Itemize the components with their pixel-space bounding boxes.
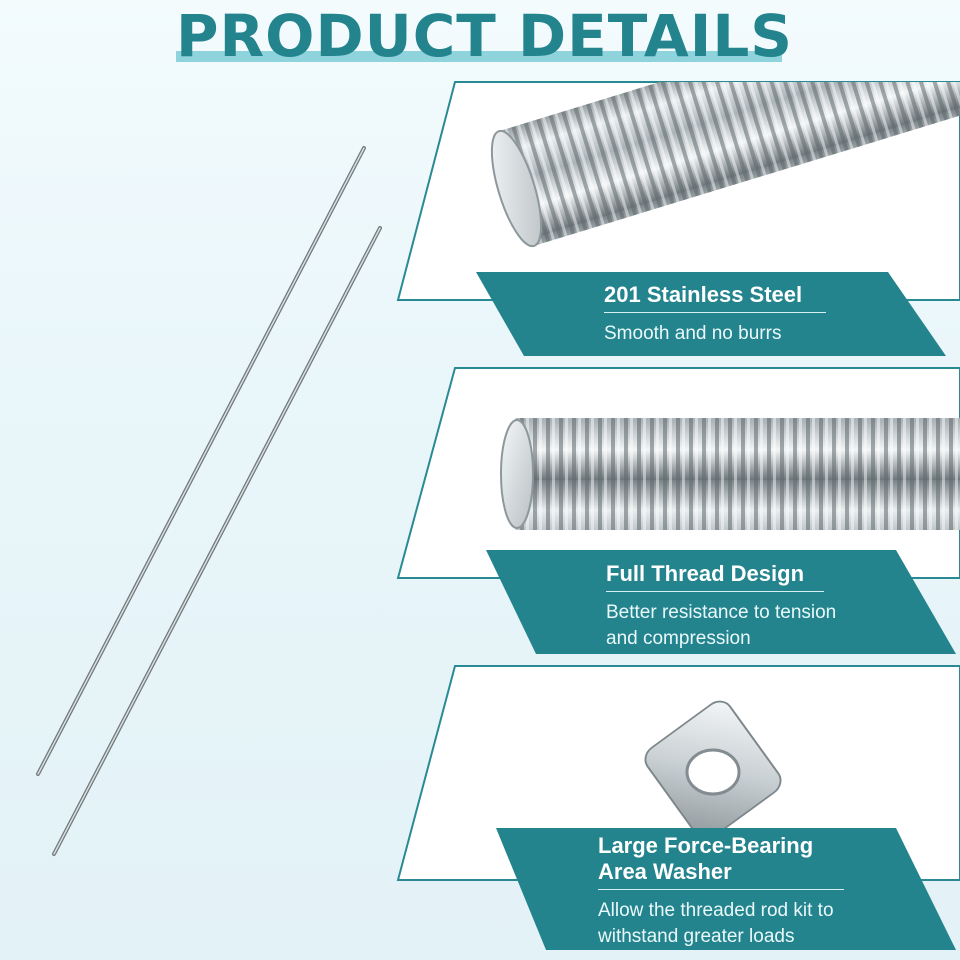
feature-panel-1	[396, 81, 960, 356]
feature-1-divider	[604, 312, 826, 313]
feature-panel-2	[396, 367, 960, 654]
threaded-rods-image	[36, 146, 382, 856]
caption-2: Full Thread Design Better resistance to …	[606, 561, 837, 652]
feature-1-description: Smooth and no burrs	[604, 323, 782, 344]
feature-3-description-line-1: Allow the threaded rod kit to	[598, 900, 834, 921]
feature-2-heading: Full Thread Design	[606, 561, 805, 586]
feature-2-divider	[606, 591, 824, 592]
title-underline	[176, 51, 782, 62]
square-washer-image	[644, 700, 782, 840]
panel-1-caption-band	[476, 272, 946, 356]
panel-2-caption-band	[486, 550, 956, 654]
full-thread-rod-image	[500, 418, 960, 530]
caption-3: Large Force-Bearing Area Washer Allow th…	[598, 833, 844, 950]
feature-1-heading: 201 Stainless Steel	[604, 282, 803, 307]
feature-2-description-line-1: Better resistance to tension	[606, 602, 837, 623]
title-block: PRODUCT DETAILS	[176, 2, 794, 70]
feature-3-description-line-2: withstand greater loads	[598, 926, 795, 947]
threaded-rod-end-image	[490, 82, 960, 248]
feature-2-description-line-2: and compression	[606, 628, 751, 649]
caption-1: 201 Stainless Steel Smooth and no burrs	[604, 282, 826, 347]
feature-3-divider	[598, 889, 844, 890]
page-title: PRODUCT DETAILS	[176, 2, 794, 70]
feature-3-heading-line-1: Large Force-Bearing	[598, 833, 814, 858]
feature-3-heading-line-2: Area Washer	[598, 859, 732, 884]
rod-2	[52, 226, 382, 856]
rod-1	[36, 146, 366, 776]
